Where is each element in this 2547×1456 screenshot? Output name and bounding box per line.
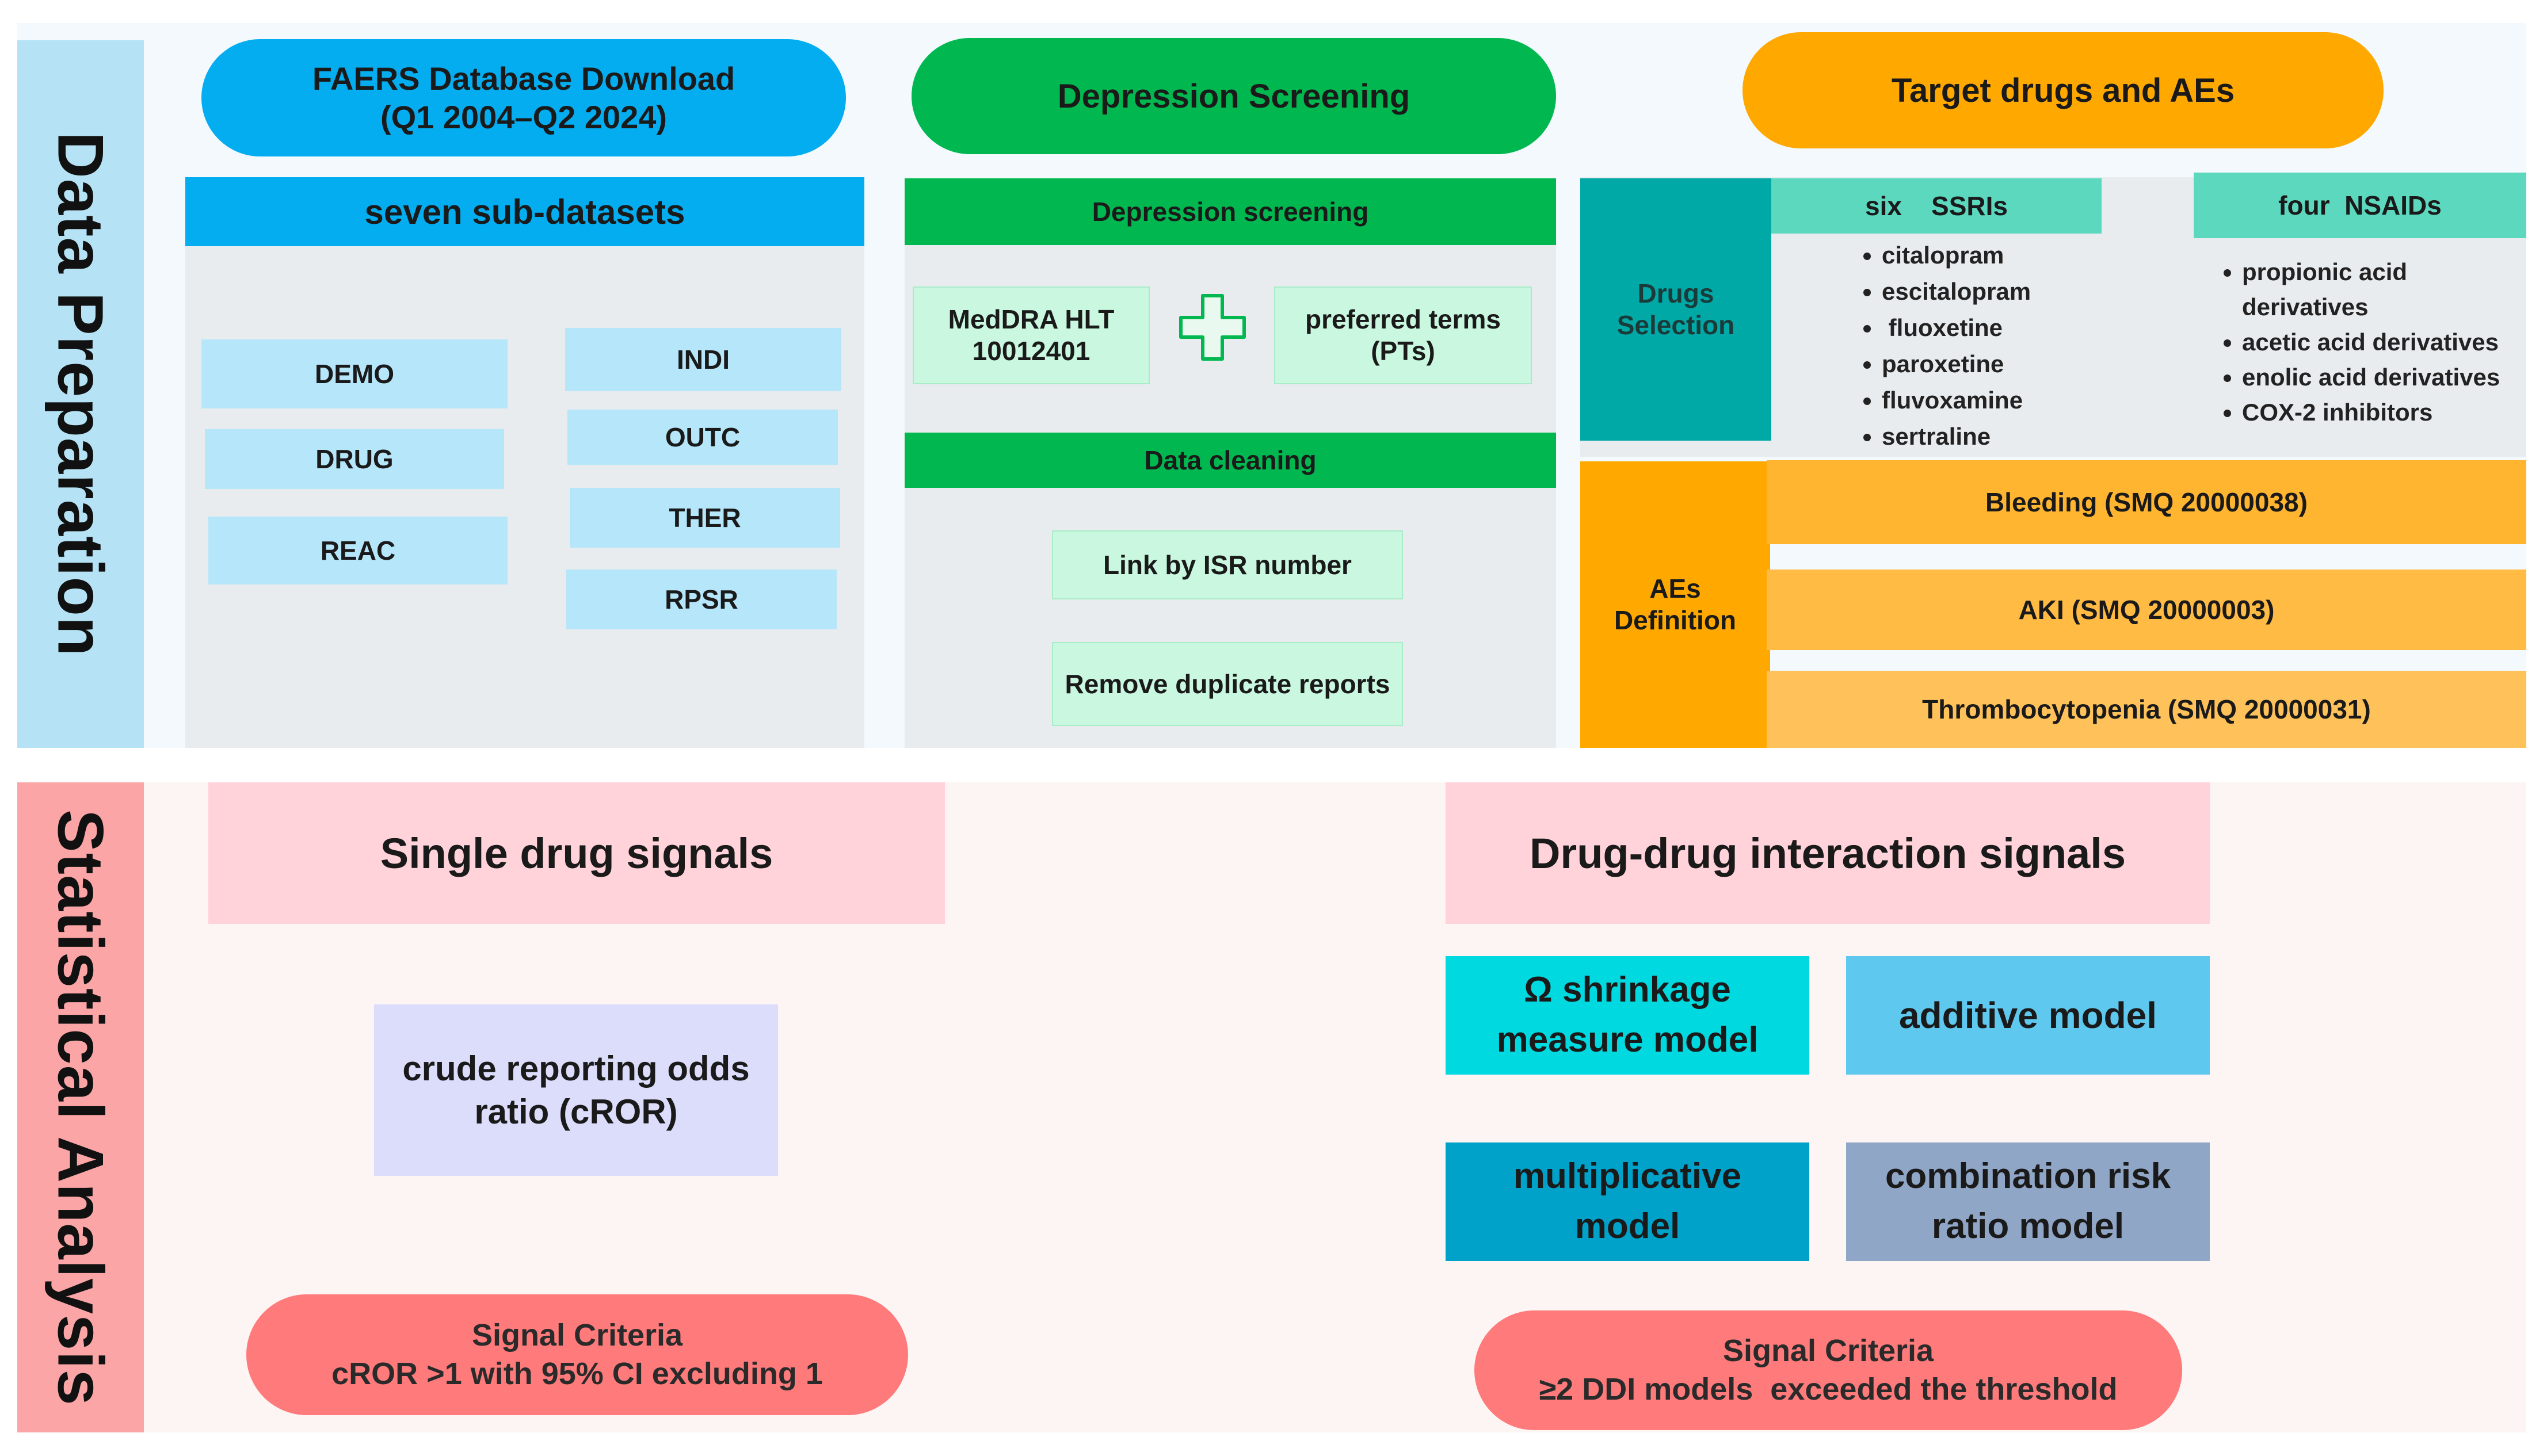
ae-bleeding: Bleeding (SMQ 20000038) [1767, 460, 2526, 544]
ssri-item: paroxetine [1882, 346, 2123, 382]
dataset-reac: REAC [208, 517, 508, 584]
ddi-title: Drug-drug interaction signals [1529, 829, 2126, 877]
nsaid-list: propionic acid derivatives acetic acid d… [2219, 254, 2530, 430]
dataset-demo: DEMO [201, 339, 508, 408]
link-isr-label: Link by ISR number [1103, 550, 1352, 580]
dataset-drug-label: DRUG [315, 444, 394, 474]
faers-title-line1: FAERS Database Download [312, 60, 735, 97]
dataset-indi-label: INDI [677, 345, 730, 374]
meddra-line2: 10012401 [972, 336, 1091, 366]
ddi-criteria-line1: Signal Criteria [1722, 1333, 1934, 1368]
data-preparation-label: Data Preparation [17, 40, 144, 748]
crude-ror-line2: ratio (cROR) [474, 1092, 678, 1131]
ae-aki: AKI (SMQ 20000003) [1767, 570, 2526, 650]
crude-ror-line1: crude reporting odds [402, 1049, 750, 1088]
ssri-header: six SSRIs [1771, 178, 2102, 234]
nsaid-header-text: four NSAIDs [2278, 190, 2442, 220]
combination-line2: ratio model [1931, 1206, 2125, 1246]
single-criteria-line2: cROR >1 with 95% CI excluding 1 [331, 1356, 823, 1391]
dataset-outc-label: OUTC [665, 422, 741, 452]
preferred-terms-box: preferred terms (PTs) [1274, 286, 1532, 384]
multiplicative-model-box: multiplicative model [1446, 1142, 1809, 1261]
dataset-reac-label: REAC [320, 536, 396, 565]
sub-datasets-header: seven sub-datasets [185, 177, 864, 246]
drugs-selection-box: Drugs Selection [1580, 178, 1771, 441]
dataset-drug: DRUG [205, 429, 504, 489]
faers-download-pill: FAERS Database Download (Q1 2004–Q2 2024… [201, 39, 846, 156]
dataset-ther-label: THER [669, 503, 741, 533]
combination-line1: combination risk [1885, 1156, 2171, 1197]
depression-screening-header: Depression screening [905, 178, 1556, 245]
remove-duplicates-label: Remove duplicate reports [1065, 669, 1390, 699]
ssri-item: citalopram [1882, 237, 2123, 273]
single-drug-title: Single drug signals [380, 829, 773, 877]
drugs-selection-line2: Selection [1616, 310, 1735, 340]
aes-line1: AEs [1649, 573, 1701, 603]
nsaid-item: propionic acid derivatives [2242, 254, 2438, 324]
dataset-ther: THER [570, 488, 840, 548]
shrinkage-line1: Ω shrinkage [1524, 970, 1731, 1010]
ddi-criteria-line2: ≥2 DDI models exceeded the threshold [1539, 1372, 2118, 1407]
aes-definition-box: AEs Definition [1580, 461, 1770, 748]
ddi-header: Drug-drug interaction signals [1446, 782, 2210, 924]
ae-thrombocytopenia-label: Thrombocytopenia (SMQ 20000031) [1922, 694, 2371, 724]
dataset-indi: INDI [565, 328, 841, 391]
data-cleaning-header: Data cleaning [905, 433, 1556, 488]
additive-label: additive model [1898, 995, 2157, 1036]
shrinkage-model-box: Ω shrinkage measure model [1446, 956, 1809, 1075]
ae-aki-label: AKI (SMQ 20000003) [2018, 595, 2275, 625]
drugs-selection-line1: Drugs [1637, 278, 1714, 308]
meddra-line1: MedDRA HLT [948, 304, 1115, 334]
dataset-rpsr: RPSR [566, 570, 837, 629]
ssri-list: citalopram escitalopram fluoxetine parox… [1859, 237, 2123, 454]
nsaid-item: COX-2 inhibitors [2242, 395, 2530, 430]
nsaid-item: enolic acid derivatives [2242, 360, 2530, 395]
single-criteria-line1: Signal Criteria [471, 1317, 683, 1352]
ssri-item: fluoxetine [1882, 309, 2123, 346]
plus-icon [1179, 294, 1246, 361]
shrinkage-line2: measure model [1496, 1020, 1759, 1060]
remove-duplicates-box: Remove duplicate reports [1052, 642, 1403, 726]
depression-screening-header-text: Depression screening [1092, 197, 1369, 227]
link-isr-box: Link by ISR number [1052, 530, 1403, 599]
ae-thrombocytopenia: Thrombocytopenia (SMQ 20000031) [1767, 671, 2526, 748]
additive-model-box: additive model [1846, 956, 2210, 1075]
sub-datasets-header-text: seven sub-datasets [364, 192, 685, 231]
statistical-analysis-label: Statistical Analysis [17, 782, 144, 1432]
combination-model-box: combination risk ratio model [1846, 1142, 2210, 1261]
depression-screening-pill: Depression Screening [912, 38, 1556, 154]
data-preparation-text: Data Preparation [44, 131, 117, 657]
faers-title-line2: (Q1 2004–Q2 2024) [380, 99, 668, 135]
meddra-box: MedDRA HLT 10012401 [913, 286, 1150, 384]
nsaid-header: four NSAIDs [2194, 173, 2526, 238]
statistical-analysis-text: Statistical Analysis [44, 809, 117, 1406]
depression-title: Depression Screening [1057, 77, 1410, 115]
pt-line2: (PTs) [1371, 336, 1435, 366]
crude-ror-box: crude reporting odds ratio (cROR) [374, 1004, 778, 1176]
pt-line1: preferred terms [1305, 304, 1501, 334]
aes-line2: Definition [1614, 605, 1737, 635]
target-title: Target drugs and AEs [1891, 71, 2235, 109]
ssri-item: escitalopram [1882, 273, 2123, 309]
data-cleaning-header-text: Data cleaning [1144, 445, 1317, 475]
nsaid-item: acetic acid derivatives [2242, 324, 2530, 360]
multiplicative-line1: multiplicative [1513, 1156, 1742, 1197]
multiplicative-line2: model [1574, 1206, 1680, 1246]
ssri-item: fluvoxamine [1882, 382, 2123, 418]
target-drugs-pill: Target drugs and AEs [1743, 32, 2384, 148]
ae-bleeding-label: Bleeding (SMQ 20000038) [1985, 487, 2308, 517]
ssri-header-text: six SSRIs [1865, 191, 2008, 221]
single-signal-criteria-pill: Signal Criteria cROR >1 with 95% CI excl… [246, 1294, 908, 1415]
dataset-rpsr-label: RPSR [665, 584, 738, 614]
dataset-outc: OUTC [567, 410, 838, 465]
ssri-item: sertraline [1882, 418, 2123, 454]
single-drug-header: Single drug signals [208, 782, 945, 924]
dataset-demo-label: DEMO [315, 359, 394, 389]
ddi-signal-criteria-pill: Signal Criteria ≥2 DDI models exceeded t… [1474, 1310, 2182, 1430]
